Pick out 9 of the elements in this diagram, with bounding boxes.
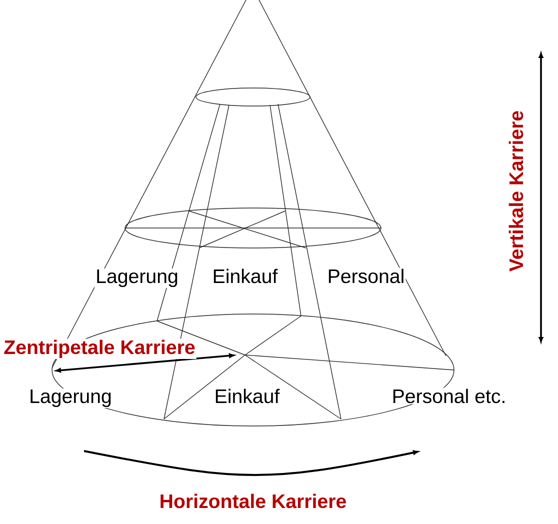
arrow-label: Vertikale Karriere [508,109,524,273]
section-label: Personal [326,268,406,284]
section-label: Lagerung [94,268,180,288]
section-label: Einkauf [213,388,281,404]
section-label: Einkauf [211,268,279,284]
section-label: Personal etc. [390,388,508,404]
arrow-label: Zentripetale Karriere [2,338,196,360]
section-label: Lagerung [28,388,113,408]
arrow-label: Horizontale Karriere [158,492,348,510]
